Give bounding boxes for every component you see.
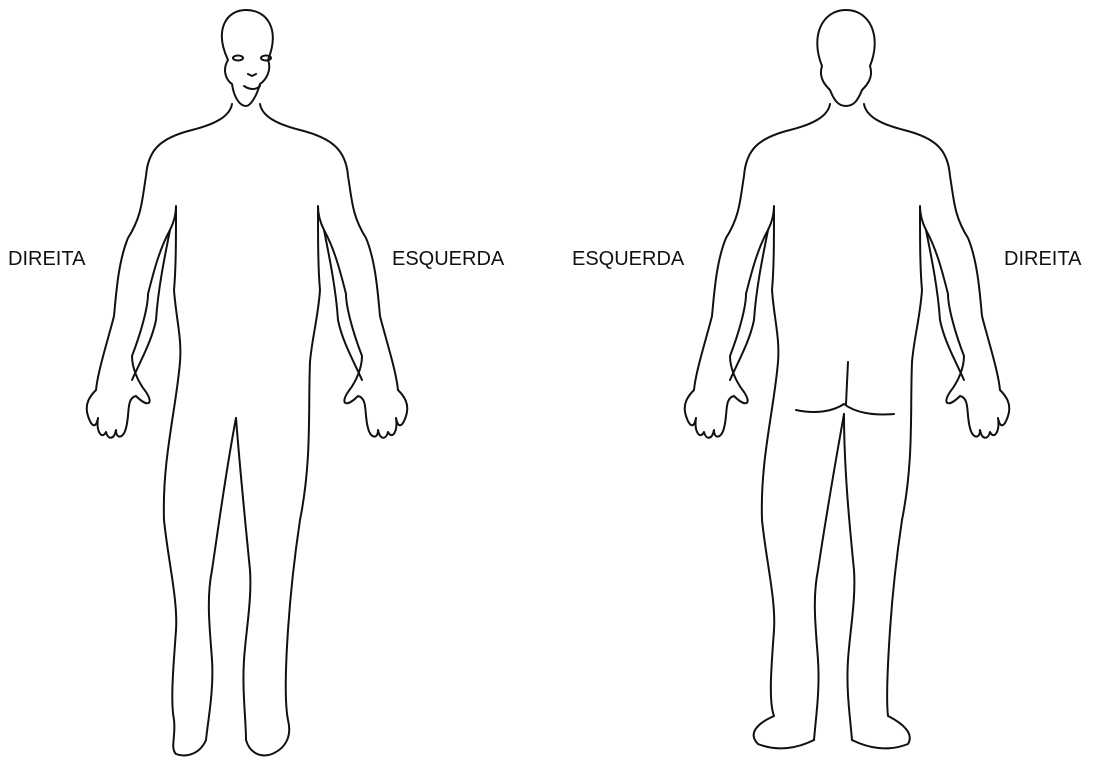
back-body-left-contour xyxy=(685,104,830,748)
back-head-outline xyxy=(817,10,874,106)
front-right-side-label: DIREITA xyxy=(8,248,85,271)
back-body-outline xyxy=(548,0,1096,760)
back-inner-arm-right xyxy=(926,230,964,380)
front-inner-arm-right xyxy=(324,230,362,380)
back-inner-leg-left xyxy=(814,414,844,740)
front-nose xyxy=(248,74,256,76)
front-left-side-label: ESQUERDA xyxy=(392,248,504,271)
back-body-right-contour xyxy=(852,104,1009,748)
back-inner-arm-left xyxy=(730,230,768,380)
back-spine-line xyxy=(846,362,848,404)
front-inner-leg-right xyxy=(236,418,250,740)
front-mouth xyxy=(244,86,260,89)
front-head-outline xyxy=(222,10,273,106)
front-body-outline xyxy=(0,0,548,760)
front-left-eye xyxy=(233,56,243,61)
back-left-side-label: ESQUERDA xyxy=(572,248,684,271)
front-inner-leg-left xyxy=(206,418,236,740)
front-inner-arm-left xyxy=(132,230,170,380)
back-inner-leg-right xyxy=(844,414,854,740)
front-body-right-contour xyxy=(246,104,407,755)
front-body-left-contour xyxy=(87,104,232,755)
back-right-side-label: DIREITA xyxy=(1004,248,1081,271)
back-gluteal-fold xyxy=(796,404,894,415)
